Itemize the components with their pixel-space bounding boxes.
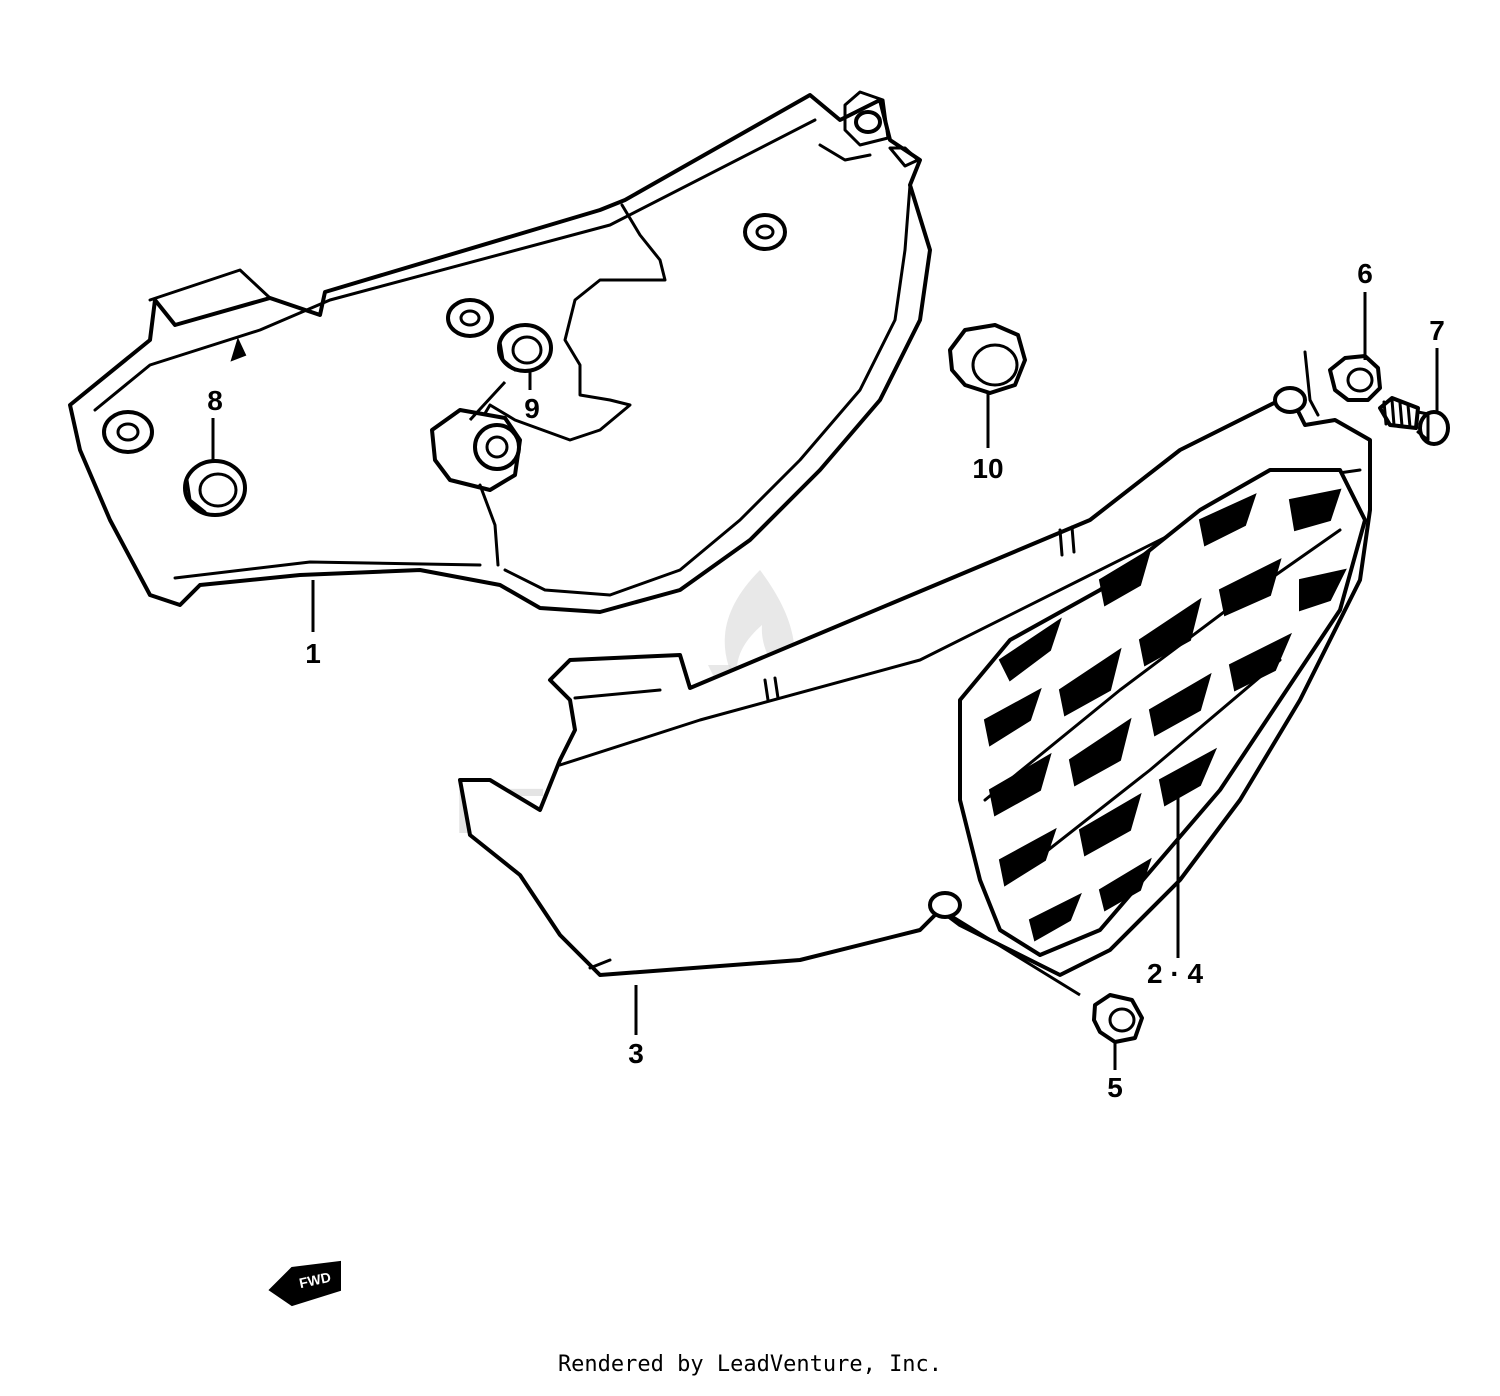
callout-7: 7	[1429, 315, 1445, 346]
callout-1: 1	[305, 638, 321, 669]
part-2-4-decal	[958, 468, 1367, 957]
callout-8: 8	[207, 385, 223, 416]
leader-5-diag	[949, 913, 1081, 997]
footer-credit: Rendered by LeadVenture, Inc.	[557, 1352, 943, 1377]
part-3-side-cover	[458, 386, 1372, 977]
part-9-grommet	[497, 323, 553, 373]
callout-3: 3	[628, 1038, 644, 1069]
part-10-grommet	[948, 323, 1027, 395]
callout-9: 9	[524, 393, 540, 424]
leader-9-diag	[468, 380, 507, 422]
callouts: 1 8 9 10 6 7 2 · 4 3 5	[207, 258, 1445, 1103]
part-8-grommet	[183, 459, 247, 517]
fwd-arrow: FWD	[268, 1260, 341, 1307]
fwd-arrow-icon	[268, 1260, 341, 1307]
callout-6: 6	[1357, 258, 1373, 289]
part-6-grommet	[1303, 350, 1382, 417]
callout-2-4: 2 · 4	[1147, 958, 1203, 989]
leader-lines	[211, 292, 1439, 1070]
callout-5: 5	[1107, 1072, 1123, 1103]
part-5-grommet	[1092, 993, 1144, 1044]
fwd-label: FWD	[298, 1269, 333, 1291]
part-7-bolt	[1378, 396, 1450, 446]
callout-10: 10	[972, 453, 1003, 484]
